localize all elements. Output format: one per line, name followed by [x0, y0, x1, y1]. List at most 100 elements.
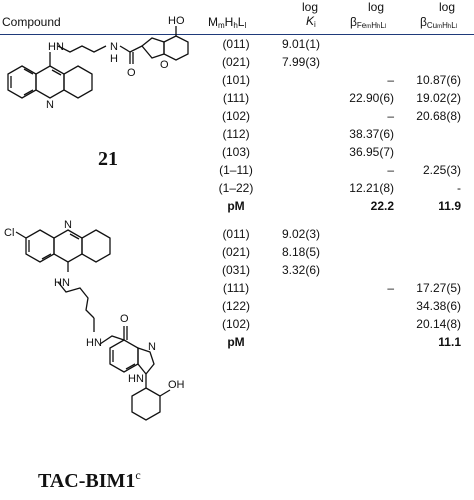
betacu-sub: Cu [426, 21, 438, 30]
betafe-sub-ll: l [384, 24, 387, 30]
tac-amide-link [99, 335, 125, 345]
row-code: (021) [221, 55, 250, 69]
header-rule [0, 34, 474, 35]
tac-bim1-footnote: c [135, 468, 141, 482]
header-betacu-log: log [439, 0, 456, 14]
tac-atom-h-imid: H [128, 373, 136, 385]
row-code: (111) [222, 91, 250, 105]
header-betacu: βCumHhLl [420, 15, 458, 30]
tac-ring-db2 [41, 253, 52, 260]
row-ki: 8.18(5) [282, 245, 321, 259]
row-code: (1–11) [219, 163, 253, 177]
tac-atom-oh: OH [168, 379, 185, 391]
compound-21-label: 21 [98, 148, 118, 170]
row-code: (101) [221, 73, 250, 87]
betafe-sub-hh: h [377, 24, 381, 30]
logki-k: K [306, 14, 315, 28]
tac-atom-n-ring: N [64, 219, 72, 231]
row-pm-cu: 11.1 [438, 335, 461, 349]
c21-atom-n-amide: N [110, 41, 118, 53]
header-compound: Compound [2, 15, 61, 29]
row-code: (102) [221, 109, 250, 123]
tac-chain [57, 281, 95, 319]
betafe-sub: Fe [356, 21, 367, 30]
tac-ring-imidazole [137, 347, 155, 376]
c21-ring-benzo [163, 35, 189, 61]
row-code: (021) [221, 245, 250, 259]
species-h: H [224, 15, 234, 29]
row-cu: - [457, 181, 461, 195]
c21-ring-cyclohexene [63, 65, 93, 99]
tac-bond-oh [159, 389, 171, 397]
species-h-sub: h [233, 21, 238, 30]
compound-tac-bim1-label: TAC-BIM1c [38, 468, 141, 493]
row-cu: 17.27(5) [416, 281, 461, 295]
tac-atom-n-imid: N [148, 341, 156, 353]
tac-atom-o: O [120, 313, 129, 325]
row-fe: – [387, 109, 394, 123]
structure-compound-21: HO O N H N N H O [7, 15, 189, 111]
row-fe: – [387, 73, 394, 87]
row-fe: 36.95(7) [349, 145, 394, 159]
structure-tac-bim1: Cl N HN HN O N H N OH [4, 219, 185, 421]
c21-ring-db2 [23, 68, 34, 75]
tac-bim1-name: TAC-BIM1 [38, 470, 136, 492]
row-ki: 9.02(3) [282, 227, 321, 241]
row-code: (111) [222, 281, 250, 295]
row-code: (011) [222, 227, 250, 241]
row-cu: 19.02(2) [416, 91, 461, 105]
row-code: (112) [222, 127, 250, 141]
tac-ring-benzene [25, 229, 55, 263]
tac-atom-hn-amide: HN [86, 337, 102, 349]
species-m-sub: m [218, 21, 225, 30]
row-ki: 3.32(6) [282, 263, 321, 277]
header-logki-k: Ki [306, 14, 316, 29]
c21-ring-benzene [7, 65, 37, 99]
row-fe: 22.90(6) [349, 91, 394, 105]
betacu-sub-ll: l [455, 24, 458, 30]
row-pm-label: pM [227, 335, 245, 349]
betacu-sub-l: L [451, 21, 456, 30]
row-code: (011) [222, 37, 250, 51]
header-betafe: βFemHhLl [350, 15, 387, 30]
species-l-sub: l [244, 21, 247, 30]
row-pm-cu: 11.9 [438, 199, 461, 213]
tac-ring-phenol [131, 387, 161, 421]
tac-ring-cyclohexene [81, 229, 111, 263]
c21-atom-o-furan: O [160, 59, 169, 71]
c21-bond-n-co [119, 45, 131, 53]
c21-atom-n-amine: N [56, 41, 64, 53]
row-cu: 10.87(6) [416, 73, 461, 87]
row-code: (1–22) [218, 181, 254, 195]
c21-atom-n-ring: N [46, 99, 54, 111]
header-species: MmHhLl [208, 15, 247, 30]
c21-atom-o-amide: O [127, 67, 136, 79]
betacu-sub-m: m [437, 24, 443, 30]
c21-atom-ho: HO [168, 15, 185, 27]
tac-ring-bim-benzene [109, 339, 139, 373]
row-cu: 20.68(8) [416, 109, 461, 123]
row-code: (102) [221, 317, 250, 331]
betacu-beta: β [420, 15, 427, 29]
tac-atom-hn-amine: HN [54, 277, 70, 289]
c21-atom-h-amine: H [48, 41, 56, 53]
row-code: (031) [221, 263, 250, 277]
c21-ring-db4 [51, 69, 62, 76]
betafe-sub-l: L [380, 21, 385, 30]
tac-ring-pyridine [53, 229, 83, 263]
row-pm-fe: 22.2 [370, 199, 394, 213]
c21-ring-furan [141, 37, 165, 59]
betacu-sub-h: H [442, 21, 448, 30]
betafe-sub-m: m [366, 24, 372, 30]
tac-atom-n-imid2: N [136, 373, 144, 385]
c21-ring-db3 [23, 89, 34, 96]
row-fe: 38.37(6) [349, 127, 394, 141]
tac-ring-db3 [69, 233, 80, 240]
betafe-beta: β [350, 15, 357, 29]
species-l: L [237, 15, 245, 29]
species-m: M [208, 15, 218, 29]
tac-ring-db5 [125, 363, 136, 370]
row-fe: – [387, 281, 394, 295]
c21-ring-pyridine [35, 65, 65, 99]
tac-atom-cl: Cl [4, 227, 14, 239]
